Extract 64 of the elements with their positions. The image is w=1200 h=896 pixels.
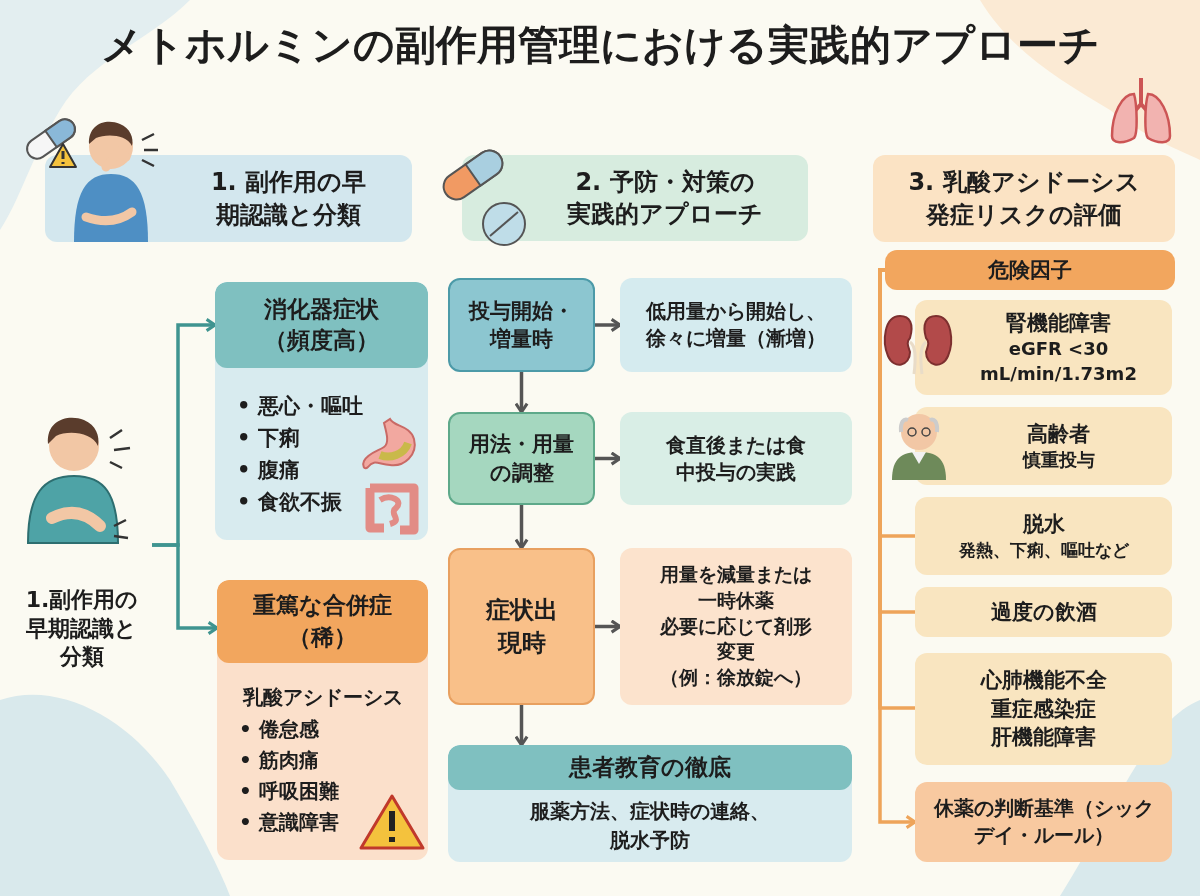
box-subtext: （例：徐放錠へ） [660,664,812,690]
list-item: • 悪心・嘔吐 [237,393,364,420]
info-box [915,497,1172,575]
box-text: 食直後または食中投与の実践 [666,431,806,486]
arrow [514,705,529,747]
list-item: • 意識障害 [239,809,340,836]
info-box [620,548,852,705]
box-subtext: 慎重投与 [1022,448,1095,472]
info-box [448,548,595,705]
card-text: 服薬方法、症状時の連絡、脱水予防 [528,798,771,854]
box-subtext: 肝機能障害 [991,724,1096,752]
card-header: 患者教育の徹底 [448,745,852,790]
info-box [915,407,1172,485]
info-box [915,300,1172,395]
card-header: 重篤な合併症（稀） [217,580,428,663]
arrow [595,451,622,466]
info-box [915,653,1172,765]
card-header: 消化器症状（頻度高） [215,282,428,368]
list-heading: 乳酸アシドーシス [242,684,403,711]
box-subtext: 必要に応じて剤形変更 [659,613,813,665]
box-text: 用量を減量または一時休薬 [659,562,813,614]
box-text: 低用量から開始し、徐々に増量（漸増） [644,298,827,352]
arrow [878,268,917,830]
section-label: 1.副作用の早期認識と分類 [24,586,140,672]
info-card [448,745,852,862]
info-box [448,278,595,372]
list-item: • 腹痛 [237,457,301,484]
header-text: 1. 副作用の早期認識と分類 [209,167,368,231]
info-box [448,412,595,505]
box-subtext: 重症感染症 [991,695,1096,723]
box-subtext: 発熱、下痢、嘔吐など [958,538,1129,562]
diagram-title: メトホルミンの副作用管理における実践的アプローチ [99,20,1101,71]
arrow [152,543,219,636]
box-text: 投与開始・増量時 [467,297,575,353]
arrow [595,619,622,634]
box-text: 心肺機能不全 [980,667,1107,695]
info-box [620,278,852,372]
list-item: • 食欲不振 [237,489,343,516]
box-text: 腎機能障害 [1006,310,1111,338]
info-box [915,587,1172,637]
arrow [514,505,529,550]
box-text: 高齢者 [1027,420,1090,448]
list-item: • 下痢 [237,425,301,452]
box-text: 危険因子 [988,256,1072,284]
info-card [215,282,428,540]
box-text: 症状出現時 [485,595,558,659]
info-box [885,250,1175,290]
box-text: 過度の飲酒 [990,598,1097,626]
section-header [462,155,808,241]
info-box [620,412,852,505]
list-item: • 筋肉痛 [239,747,320,774]
arrow [595,317,622,333]
info-box [915,782,1172,862]
list-item: • 倦怠感 [239,716,320,743]
arrow [514,372,529,414]
box-text: 用法・用量の調整 [468,431,575,487]
list-item: • 呼吸困難 [239,778,340,805]
box-subtext: eGFR <30 mL/min/1.73m2 [979,337,1138,386]
box-text: 休薬の判断基準（シックデイ・ルール） [932,795,1155,849]
header-text: 3. 乳酸アシドーシス発症リスクの評価 [907,167,1141,231]
info-card [217,580,428,860]
box-text: 脱水 [1022,511,1065,539]
header-text: 2. 予防・対策の実践的アプローチ [566,166,764,230]
section-header [873,155,1175,242]
